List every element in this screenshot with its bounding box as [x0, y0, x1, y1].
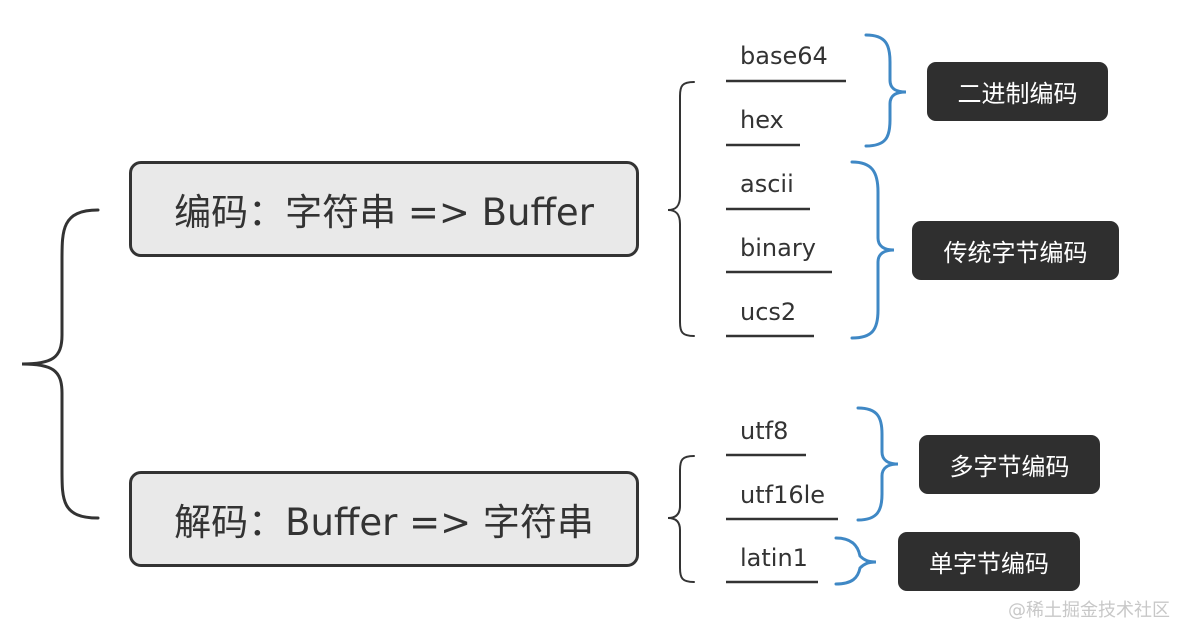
encoding-base64: base64 [740, 42, 828, 70]
decode-bracket [667, 455, 695, 583]
watermark: @稀土掘金技术社区 [1008, 600, 1170, 621]
bracket-legacy-byte-encoding [850, 160, 895, 340]
tag-single-byte-encoding-label: 单字节编码 [929, 550, 1049, 578]
encoding-ucs2: ucs2 [740, 298, 797, 326]
decode-box: 解码：Buffer => 字符串 [129, 471, 639, 567]
bracket-single-byte-encoding [834, 536, 877, 586]
encode-label: 编码：字符串 => Buffer [174, 191, 594, 234]
tag-single-byte-encoding: 单字节编码 [898, 532, 1080, 591]
bracket-multi-byte-encoding [856, 406, 899, 522]
tag-multi-byte-encoding: 多字节编码 [919, 435, 1100, 494]
encoding-latin1: latin1 [740, 544, 808, 572]
encoding-utf16le: utf16le [740, 481, 826, 509]
root-brace [21, 208, 100, 520]
tag-binary-encoding: 二进制编码 [927, 62, 1108, 121]
decode-label: 解码：Buffer => 字符串 [174, 501, 594, 544]
encoding-utf8: utf8 [740, 417, 789, 445]
encoding-hex: hex [740, 106, 784, 134]
tag-multi-byte-encoding-label: 多字节编码 [949, 453, 1070, 481]
encode-bracket [667, 81, 695, 337]
encoding-ascii: ascii [740, 170, 794, 198]
tag-binary-encoding-label: 二进制编码 [957, 80, 1078, 108]
bracket-binary-encoding [864, 33, 907, 148]
tag-legacy-byte-encoding-label: 传统字节编码 [943, 239, 1088, 267]
tag-legacy-byte-encoding: 传统字节编码 [912, 221, 1119, 280]
encoding-binary: binary [740, 234, 816, 262]
encode-box: 编码：字符串 => Buffer [129, 161, 639, 257]
